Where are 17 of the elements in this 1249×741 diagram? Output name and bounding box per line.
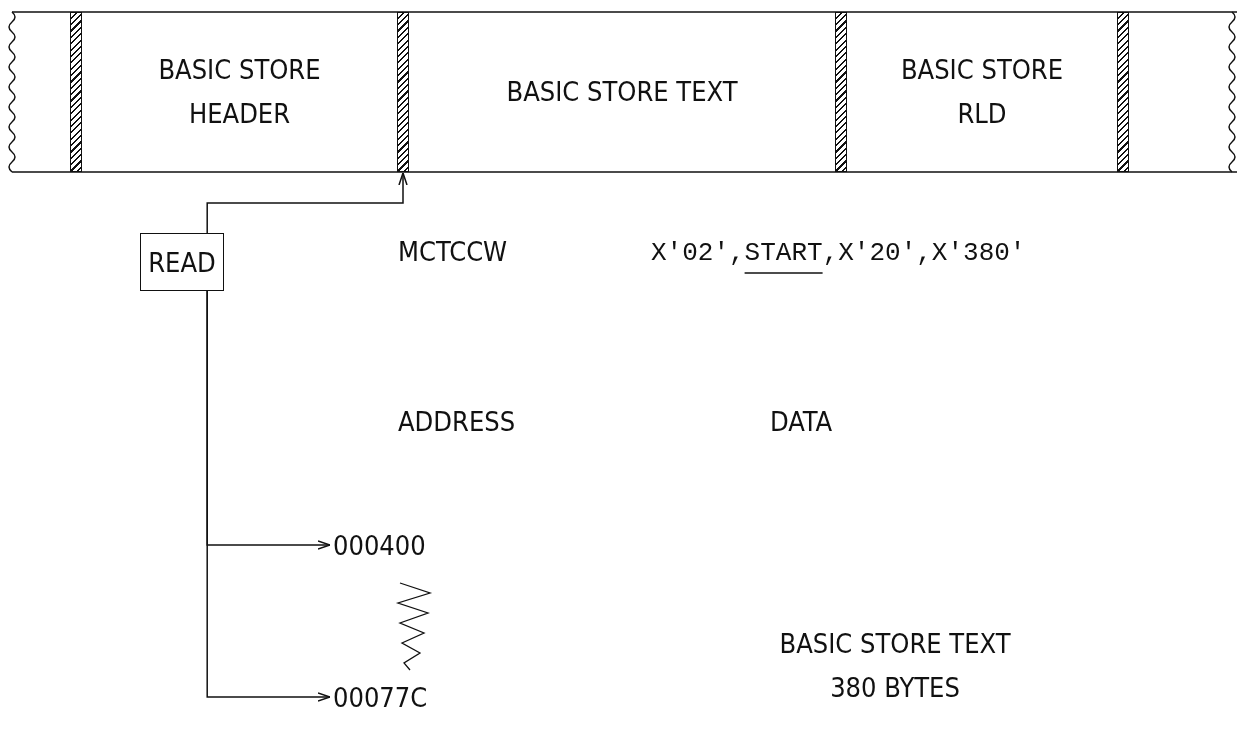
command-name: MCTCCW (398, 236, 508, 267)
record-gap-bar (835, 12, 847, 172)
block-label: BASIC STORE HEADER (157, 53, 322, 131)
record-gap-bar (1117, 12, 1129, 172)
column-heading: ADDRESS (398, 406, 516, 437)
command-operands: X'02',START,X'20',X'380' (651, 238, 1026, 268)
arrow (206, 172, 408, 234)
address-label: 000400 (333, 529, 426, 561)
column-heading: DATA (770, 406, 833, 437)
data-note: BASIC STORE TEXT 380 BYTES (778, 627, 1012, 705)
record-gap-bar (397, 12, 409, 172)
arrow (206, 290, 331, 702)
record-gap-bar (70, 12, 82, 172)
address-label: 00077C (333, 681, 428, 713)
block-label: BASIC STORE TEXT (506, 75, 738, 109)
process-box: READ (140, 233, 224, 291)
block-label: BASIC STORE RLD (899, 53, 1065, 131)
